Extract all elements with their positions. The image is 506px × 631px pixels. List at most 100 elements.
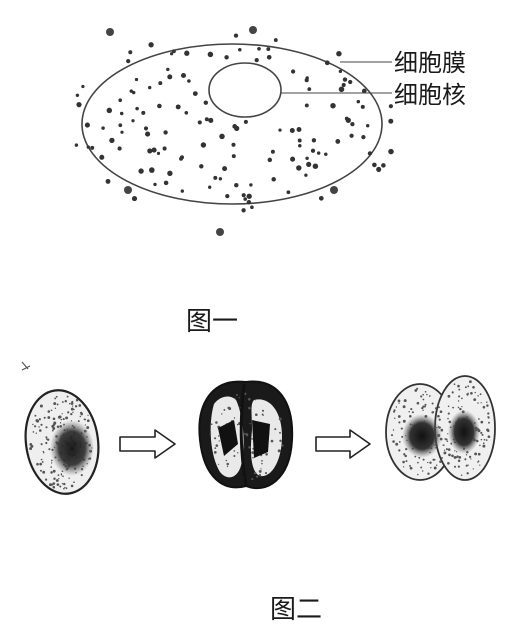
stipple-dot — [397, 399, 401, 403]
granule-dot — [241, 208, 246, 213]
stipple-dot — [420, 466, 423, 469]
granule-dot — [219, 133, 225, 140]
stipple-dot — [482, 444, 486, 448]
stipple-dot — [54, 407, 57, 409]
stipple-dot — [392, 429, 395, 431]
stipple-dot — [398, 449, 401, 452]
stipple-dot — [426, 393, 428, 396]
stipple-dot — [258, 474, 262, 477]
stipple-dot — [40, 423, 43, 426]
stipple-dot — [397, 415, 401, 418]
stipple-dot — [67, 411, 70, 414]
granule-dot — [356, 99, 361, 104]
stipple-dot — [480, 431, 483, 434]
stipple-dot — [395, 406, 398, 408]
stipple-dot — [470, 391, 473, 395]
stipple-dot — [35, 432, 37, 434]
granule-dot — [349, 133, 354, 138]
granule-dot — [376, 166, 382, 172]
stipple-dot — [465, 454, 468, 456]
stipple-dot — [215, 421, 218, 424]
granule-dot — [147, 148, 153, 154]
granule-dot — [157, 103, 162, 109]
granule-dot — [81, 84, 85, 89]
stipple-dot — [42, 450, 44, 453]
granule-dot — [246, 193, 252, 199]
stipple-dot — [422, 398, 425, 401]
granule-dot — [338, 69, 343, 74]
granule-dot — [338, 86, 345, 93]
granule-dot — [254, 57, 259, 63]
stipple-dot — [66, 395, 69, 398]
stipple-dot — [52, 469, 56, 473]
stipple-dot — [251, 451, 254, 454]
stipple-dot — [44, 478, 48, 481]
stipple-dot — [214, 447, 217, 449]
stipple-dot — [465, 464, 468, 467]
granule-dot — [105, 178, 111, 184]
stipple-dot — [56, 403, 59, 406]
granule-dot — [246, 200, 252, 205]
stipple-dot — [43, 416, 46, 419]
granule-dot — [124, 186, 132, 194]
stipple-dot — [233, 417, 236, 419]
granule-dot — [179, 156, 183, 161]
stipple-dot — [467, 385, 470, 388]
stipple-dot — [466, 393, 469, 396]
granule-dot — [361, 88, 367, 94]
stipple-dot — [411, 411, 414, 414]
granule-dot — [241, 193, 246, 198]
figure-two: 图二 — [21, 361, 496, 625]
stipple-dot — [53, 421, 57, 425]
granule-dot — [171, 49, 176, 54]
stipple-dot — [442, 444, 445, 446]
stipple-dot — [416, 401, 420, 405]
granule-dot — [162, 146, 167, 151]
stipple-dot — [55, 479, 59, 482]
stipple-dot — [409, 466, 413, 470]
stipple-dot — [453, 383, 456, 386]
stipple-dot — [63, 487, 65, 490]
stipple-dot — [422, 393, 425, 396]
stipple-dot — [421, 470, 424, 472]
stipple-dot — [265, 453, 268, 456]
granule-dot — [167, 170, 173, 176]
granule-dot — [166, 67, 170, 72]
granule-dot — [149, 167, 155, 173]
stipple-dot — [214, 437, 217, 440]
granule-dot — [129, 89, 134, 93]
granule-dot — [181, 73, 186, 78]
granule-dot — [289, 128, 295, 133]
stipple-dot — [75, 398, 79, 402]
stipple-dot — [474, 452, 478, 456]
granule-dot — [86, 145, 90, 149]
stipple-dot — [438, 418, 441, 421]
stipple-dot — [480, 420, 484, 424]
stipple-dot — [238, 396, 240, 399]
stipple-dot — [61, 483, 64, 485]
granule-dot — [218, 177, 223, 181]
stipple-dot — [453, 465, 457, 468]
stipple-dot — [488, 421, 490, 424]
stipple-dot — [478, 418, 480, 420]
granule-dot — [231, 142, 236, 147]
stipple-dot — [428, 395, 431, 397]
granule-dot — [175, 104, 181, 110]
stipple-dot — [422, 405, 425, 408]
granule-dot — [207, 51, 214, 58]
stipple-dot — [443, 451, 447, 455]
stipple-dot — [59, 422, 62, 424]
stipple-dot — [444, 438, 447, 440]
stipple-dot — [479, 444, 481, 447]
granule-dot — [208, 117, 214, 123]
stipple-dot — [226, 465, 229, 468]
granule-dot — [119, 111, 124, 116]
stipple-dot — [52, 485, 56, 489]
granule-dot — [388, 148, 394, 155]
division-stage-2-cell — [198, 380, 294, 490]
stipple-dot — [73, 408, 75, 411]
granule-dot — [330, 102, 336, 109]
stipple-dot — [62, 475, 64, 478]
stipple-dot — [433, 466, 437, 470]
stipple-dot — [261, 460, 263, 462]
